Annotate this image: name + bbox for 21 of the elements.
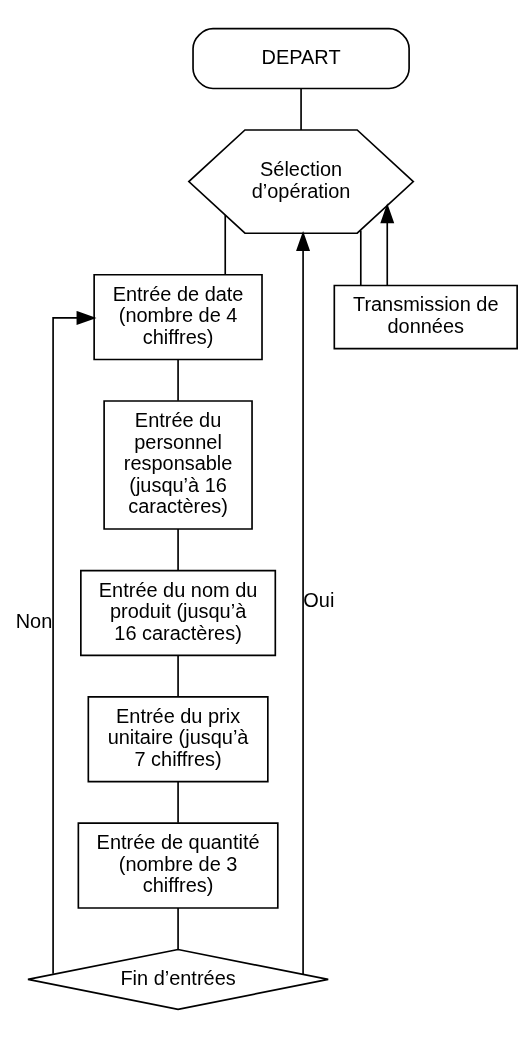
connector xyxy=(177,780,179,824)
edge-label: Non xyxy=(15,609,53,632)
connector xyxy=(359,229,362,286)
arrow xyxy=(380,202,395,286)
node-diamond: Fin d’entrées xyxy=(27,948,329,1010)
node-box: Entrée du personnel responsable (jusqu’à 16 caractères) xyxy=(103,399,253,530)
node-box: Transmission de données xyxy=(333,284,518,349)
arrow xyxy=(52,310,97,975)
node-box: Entrée de quantité (nombre de 3 chiffres) xyxy=(77,821,279,909)
connector xyxy=(177,654,179,697)
connector xyxy=(177,906,179,950)
node-box: Entrée de date (nombre de 4 chiffres) xyxy=(93,273,263,360)
node-box: DEPART xyxy=(192,27,410,89)
node-box: Entrée du nom du produit (jusqu’à 16 caractères) xyxy=(80,569,277,656)
connector xyxy=(224,213,227,275)
connector xyxy=(177,358,179,402)
node-box: Entrée du prix unitaire (jusqu’à 7 chiffres) xyxy=(87,695,269,782)
connector xyxy=(300,87,302,131)
connector xyxy=(177,527,179,571)
arrow xyxy=(296,230,311,975)
edge-label: Oui xyxy=(303,588,335,611)
